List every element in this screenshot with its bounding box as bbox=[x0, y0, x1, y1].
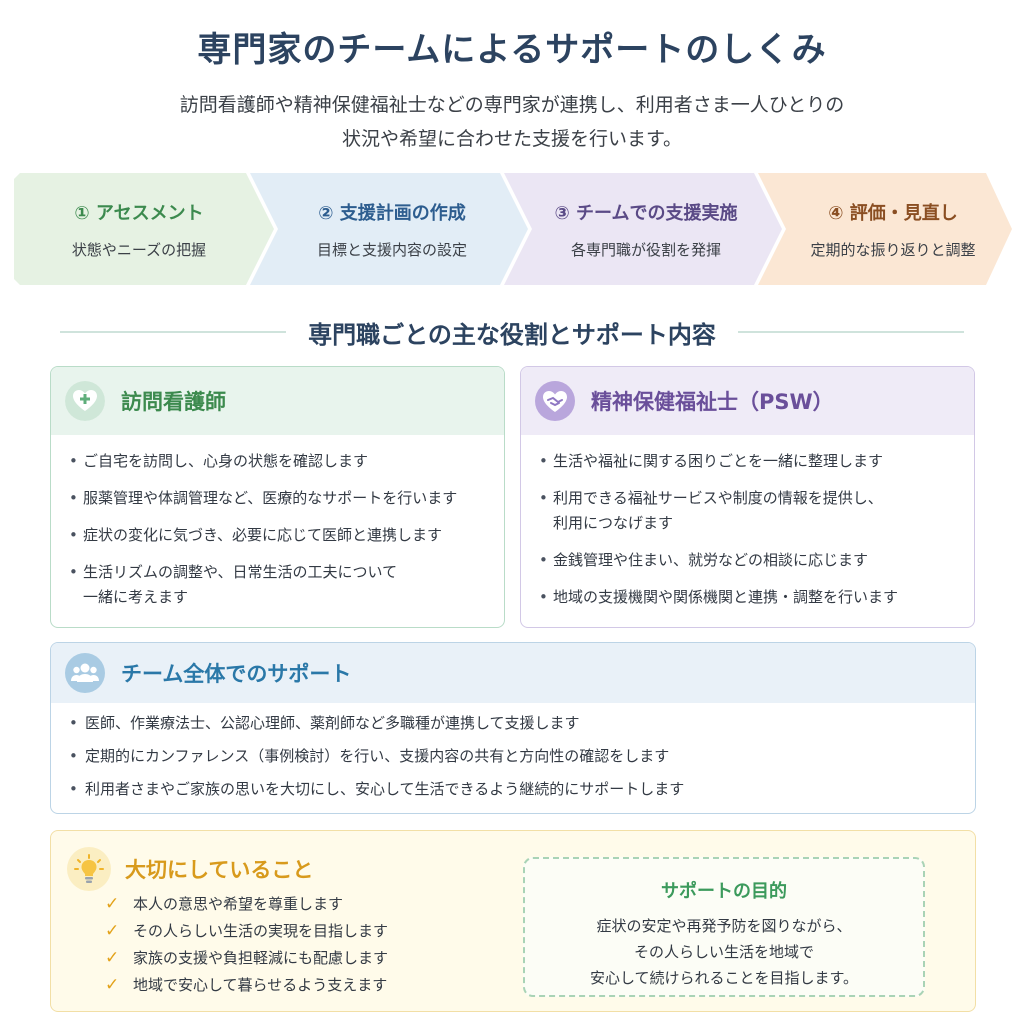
list-item: ✓ その人らしい生活の実現を目指します bbox=[105, 918, 388, 945]
process-flow: ① アセスメント 状態やニーズの把握 ② 支援計画の作成 目標と支援内容の設定 … bbox=[14, 173, 1012, 285]
step-4: ④ 評価・見直し 定期的な振り返りと調整 bbox=[780, 173, 1006, 285]
purpose-title: サポートの目的 bbox=[661, 881, 787, 902]
step-4-desc: 定期的な振り返りと調整 bbox=[810, 240, 976, 259]
team-card-title: チーム全体でのサポート bbox=[121, 662, 352, 686]
subtitle-line-1: 訪問看護師や精神保健福祉士などの専門家が連携し、利用者さま一人ひとりの bbox=[179, 94, 845, 116]
step-2-title: ② 支援計画の作成 bbox=[318, 202, 466, 224]
psw-card-header: 精神保健福祉士（PSW） bbox=[521, 367, 974, 435]
purpose-line-3: 安心して続けられることを目指します。 bbox=[589, 969, 859, 987]
list-item: 利用できる福祉サービスや制度の情報を提供し、 利用につなげます bbox=[539, 486, 956, 536]
list-item: 生活や福祉に関する困りごとを一緒に整理します bbox=[539, 449, 956, 474]
section-heading-line-left bbox=[60, 331, 287, 333]
step-3-arrow bbox=[504, 173, 782, 285]
list-item: ご自宅を訪問し、心身の状態を確認します bbox=[69, 449, 486, 474]
nurse-card-header: 訪問看護師 bbox=[51, 367, 504, 435]
section-heading: 専門職ごとの主な役割とサポート内容 bbox=[60, 312, 965, 352]
list-item: 服薬管理や体調管理など、医療的なサポートを行います bbox=[69, 486, 486, 511]
list-item-text: 家族の支援や負担軽減にも配慮します bbox=[133, 949, 389, 967]
team-card-header: チーム全体でのサポート bbox=[51, 643, 975, 703]
list-item: 症状の変化に気づき、必要に応じて医師と連携します bbox=[69, 523, 486, 548]
list-item-text: 地域で安心して暮らせるよう支えます bbox=[133, 976, 388, 994]
list-item: 利用者さまやご家族の思いを大切にし、安心して生活できるよう継続的にサポートします bbox=[69, 777, 957, 802]
step-2-arrow bbox=[250, 173, 528, 285]
step-1: ① アセスメント 状態やニーズの把握 bbox=[14, 173, 264, 285]
list-item: 医師、作業療法士、公認心理師、薬剤師など多職種が連携して支援します bbox=[69, 711, 957, 736]
step-3: ③ チームでの支援実施 各専門職が役割を発揮 bbox=[526, 173, 766, 285]
page-subtitle: 訪問看護師や精神保健福祉士などの専門家が連携し、利用者さま一人ひとりの 状況や希… bbox=[0, 88, 1024, 156]
step-2: ② 支援計画の作成 目標と支援内容の設定 bbox=[272, 173, 512, 285]
check-icon: ✓ bbox=[105, 948, 120, 968]
list-item: ✓ 家族の支援や負担軽減にも配慮します bbox=[105, 945, 388, 972]
important-header: 大切にしていること bbox=[67, 847, 313, 891]
check-icon: ✓ bbox=[105, 894, 120, 914]
step-1-desc: 状態やニーズの把握 bbox=[71, 240, 207, 259]
nurse-card-title: 訪問看護師 bbox=[121, 390, 226, 414]
check-icon: ✓ bbox=[105, 921, 120, 941]
check-icon: ✓ bbox=[105, 975, 120, 995]
psw-card-title: 精神保健福祉士（PSW） bbox=[591, 390, 834, 414]
list-item: 定期的にカンファレンス（事例検討）を行い、支援内容の共有と方向性の確認をします bbox=[69, 744, 957, 769]
step-4-title: ④ 評価・見直し bbox=[828, 202, 958, 224]
step-3-title: ③ チームでの支援実施 bbox=[554, 202, 738, 224]
list-item: ✓ 本人の意思や希望を尊重します bbox=[105, 891, 388, 918]
list-item: 生活リズムの調整や、日常生活の工夫について 一緒に考えます bbox=[69, 560, 486, 610]
nurse-card: 訪問看護師 ご自宅を訪問し、心身の状態を確認します 服薬管理や体調管理など、医療… bbox=[50, 366, 505, 628]
team-card: チーム全体でのサポート 医師、作業療法士、公認心理師、薬剤師など多職種が連携して… bbox=[50, 642, 976, 814]
subtitle-line-2: 状況や希望に合わせた支援を行います。 bbox=[341, 128, 683, 150]
page-title: 専門家のチームによるサポートのしくみ bbox=[197, 30, 827, 70]
list-item: ✓ 地域で安心して暮らせるよう支えます bbox=[105, 972, 388, 999]
handshake-heart-icon bbox=[535, 381, 575, 421]
important-item-list: ✓ 本人の意思や希望を尊重します ✓ その人らしい生活の実現を目指します ✓ 家族の支… bbox=[105, 891, 388, 999]
step-1-arrow bbox=[14, 173, 274, 285]
list-item: 金銭管理や住まい、就労などの相談に応じます bbox=[539, 548, 956, 573]
process-flow-arrows bbox=[14, 173, 1012, 285]
list-item-text: その人らしい生活の実現を目指します bbox=[133, 922, 389, 940]
step-2-desc: 目標と支援内容の設定 bbox=[316, 240, 467, 259]
step-3-desc: 各専門職が役割を発揮 bbox=[570, 240, 721, 259]
psw-item-list: 生活や福祉に関する困りごとを一緒に整理します 利用できる福祉サービスや制度の情報… bbox=[521, 435, 974, 610]
nurse-item-list: ご自宅を訪問し、心身の状態を確認します 服薬管理や体調管理など、医療的なサポート… bbox=[51, 435, 504, 610]
purpose-box: サポートの目的 症状の安定や再発予防を図りながら、 その人らしい生活を地域で 安… bbox=[523, 857, 925, 997]
purpose-line-1: 症状の安定や再発予防を図りながら、 bbox=[596, 917, 852, 935]
team-item-list: 医師、作業療法士、公認心理師、薬剤師など多職種が連携して支援します 定期的にカン… bbox=[51, 703, 975, 802]
purpose-body: 症状の安定や再発予防を図りながら、 その人らしい生活を地域で 安心して続けられる… bbox=[525, 913, 923, 991]
list-item: 地域の支援機関や関係機関と連携・調整を行います bbox=[539, 585, 956, 610]
section-heading-text: 専門職ごとの主な役割とサポート内容 bbox=[308, 320, 716, 349]
group-icon bbox=[65, 653, 105, 693]
psw-card: 精神保健福祉士（PSW） 生活や福祉に関する困りごとを一緒に整理します 利用でき… bbox=[520, 366, 975, 628]
heart-plus-icon bbox=[65, 381, 105, 421]
step-4-arrow bbox=[758, 173, 1012, 285]
purpose-line-2: その人らしい生活を地域で bbox=[633, 943, 814, 961]
list-item-text: 本人の意思や希望を尊重します bbox=[133, 895, 344, 913]
lightbulb-icon bbox=[67, 847, 111, 891]
important-box: 大切にしていること ✓ 本人の意思や希望を尊重します ✓ その人らしい生活の実現を目… bbox=[50, 830, 976, 1012]
important-title: 大切にしていること bbox=[125, 858, 314, 882]
step-1-title: ① アセスメント bbox=[74, 202, 204, 224]
section-heading-line-right bbox=[737, 331, 965, 333]
